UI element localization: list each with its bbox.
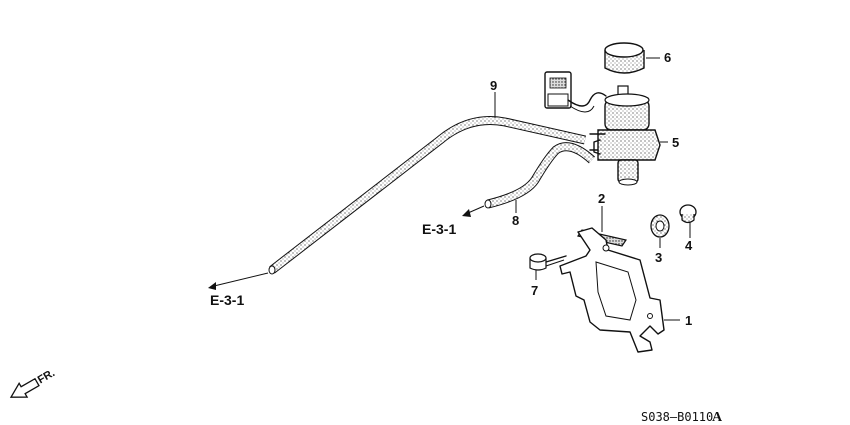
callout-1: 1	[685, 313, 692, 328]
reference-lower: E-3-1	[210, 292, 244, 308]
callout-8: 8	[512, 213, 519, 228]
callout-6: 6	[664, 50, 671, 65]
arrow-lower	[208, 272, 269, 290]
callout-7: 7	[531, 283, 538, 298]
reference-upper: E-3-1	[422, 221, 456, 237]
arrow-upper	[462, 205, 485, 217]
direction-label: FR.	[36, 367, 57, 386]
callout-2: 2	[598, 191, 605, 206]
bracket	[559, 227, 665, 353]
bolt	[529, 253, 567, 271]
connector	[544, 71, 607, 113]
diagram-code: S038–B0110	[641, 410, 713, 424]
diagram-code-suffix: A	[712, 410, 723, 425]
leader-lines	[494, 57, 691, 321]
grommet	[650, 214, 670, 238]
collar	[679, 204, 697, 224]
hose-8	[484, 142, 596, 209]
callout-9: 9	[490, 78, 497, 93]
callout-3: 3	[655, 250, 662, 265]
hose-9	[268, 115, 586, 275]
solenoid-valve	[589, 85, 661, 186]
direction-arrow: FR.	[9, 367, 57, 398]
cap	[604, 42, 645, 74]
callout-5: 5	[672, 135, 679, 150]
callout-4: 4	[685, 238, 693, 253]
